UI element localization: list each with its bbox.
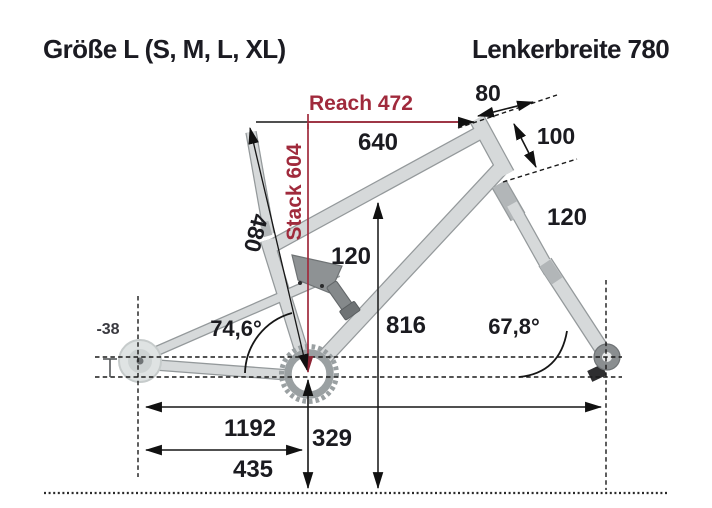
headtube-length-label: 100 <box>537 123 575 149</box>
head-angle-label: 67,8° <box>488 314 540 339</box>
head-angle-arc <box>518 330 568 378</box>
headtube-bottom-line <box>502 158 578 183</box>
size-title: Größe L (S, M, L, XL) <box>43 34 286 64</box>
rear-shock <box>326 280 361 321</box>
reach-label: Reach 472 <box>309 92 413 115</box>
bb-height-label: 329 <box>312 425 352 452</box>
dimension-lines <box>103 100 603 490</box>
rocker-pivot-icon <box>298 281 302 285</box>
seat-angle-label: 74,6° <box>210 316 262 341</box>
rocker-pivot-icon <box>320 284 324 288</box>
standover-label: 816 <box>386 312 426 339</box>
wheelbase-label: 1192 <box>224 415 276 442</box>
seattube-dim-line <box>248 126 309 372</box>
fork-stanchion <box>507 201 555 275</box>
stack-label: Stack 604 <box>283 143 306 240</box>
toptube-length-label: 640 <box>358 129 398 156</box>
handlebar-width-title: Lenkerbreite 780 <box>472 34 670 64</box>
chainstay <box>142 359 303 381</box>
chainstay-length-label: 435 <box>233 456 273 483</box>
stem-dim-line <box>476 100 535 118</box>
downtube <box>304 164 506 378</box>
headtube <box>470 115 514 178</box>
bb-drop-label: -38 <box>96 321 119 338</box>
fork-lower-band <box>539 259 563 285</box>
rear-travel-label: 120 <box>331 243 371 270</box>
fork-travel-label: 120 <box>547 204 587 231</box>
headtube-dim-line <box>513 123 537 168</box>
stem-length-label: 80 <box>475 80 501 106</box>
rear-hub <box>118 339 162 383</box>
seat-angle-arc <box>244 312 293 374</box>
